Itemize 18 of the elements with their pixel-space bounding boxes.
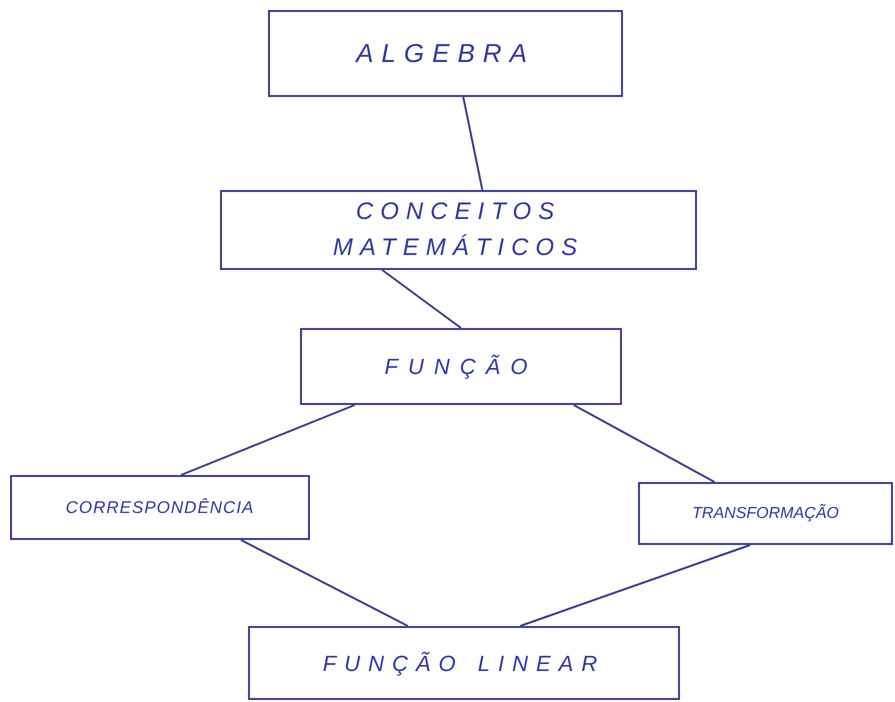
connector-line: [573, 404, 715, 483]
connector-line: [180, 404, 356, 476]
concept-label: CONCEITOS MATEMÁTICOS: [332, 197, 586, 263]
connector-line: [240, 539, 408, 627]
concept-box: [220, 190, 697, 270]
concept-box: [248, 626, 680, 700]
concept-box: [300, 328, 622, 405]
connector-line: [462, 96, 484, 190]
concept-label: ALGEBRA: [356, 37, 535, 70]
concept-box: [10, 475, 310, 540]
connector-line: [520, 544, 751, 627]
concept-box: [638, 482, 893, 545]
connector-line: [382, 269, 462, 329]
concept-label: FUNÇÃO LINEAR: [322, 650, 606, 678]
concept-label: CORRESPONDÊNCIA: [66, 496, 254, 519]
concept-box: [268, 10, 623, 97]
concept-label: TRANSFORMAÇÃO: [692, 503, 839, 524]
concept-label: FUNÇÃO: [384, 353, 538, 381]
